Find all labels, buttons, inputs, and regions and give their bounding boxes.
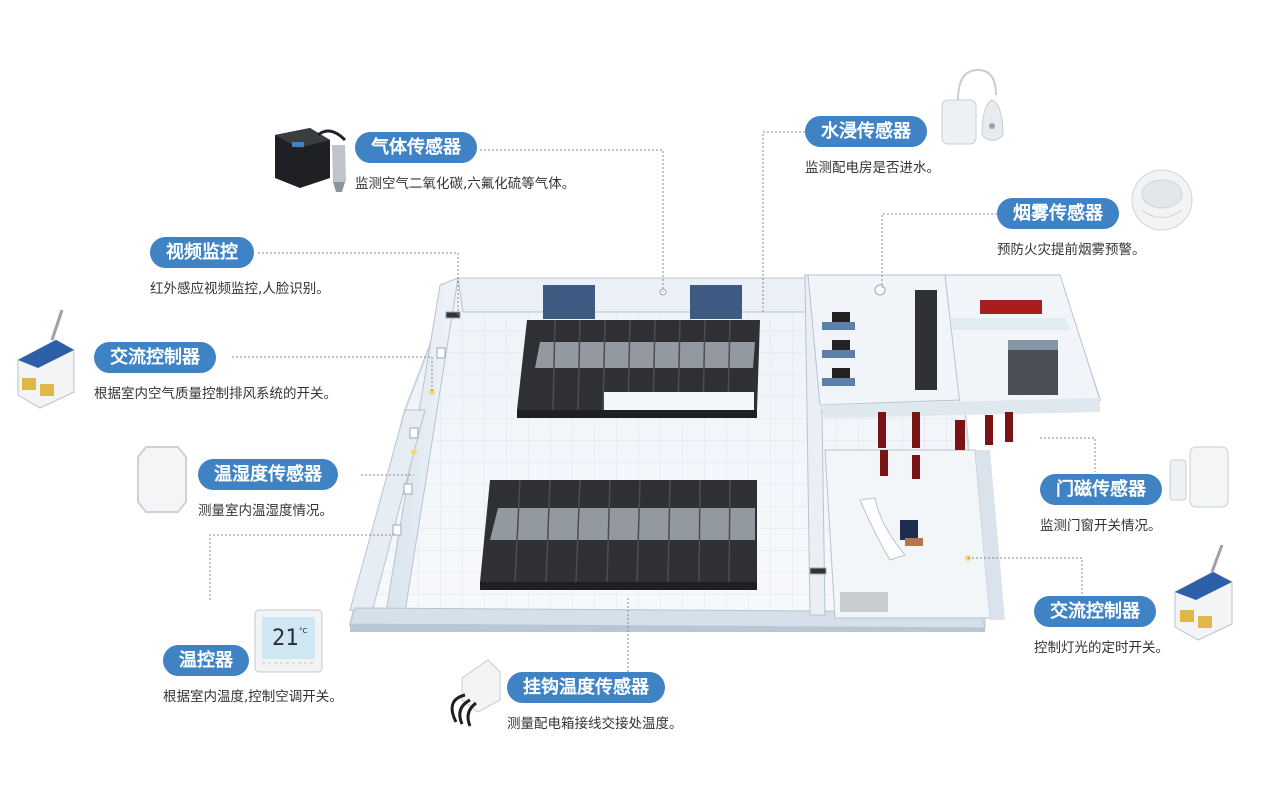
air-conditioner-unit <box>690 285 742 319</box>
thermostat-unit: °C <box>299 627 308 635</box>
hook-temp-sensor-title: 挂钩温度传感器 <box>507 672 665 703</box>
video-monitor-desc: 红外感应视频监控,人脸识别。 <box>150 281 330 297</box>
smoke-sensor-desc: 预防火灾提前烟雾预警。 <box>997 242 1146 258</box>
temp-humidity-sensor-desc: 测量室内温湿度情况。 <box>198 503 333 519</box>
leader-lines <box>209 131 1096 672</box>
ac-controller-left-title: 交流控制器 <box>94 342 216 373</box>
ac-controller-right-label: 交流控制器 控制灯光的定时开关。 <box>1034 596 1169 656</box>
temp-humidity-sensor-device <box>137 446 187 513</box>
ac-controller-left-label: 交流控制器 根据室内空气质量控制排风系统的开关。 <box>94 342 337 402</box>
smoke-sensor-title: 烟雾传感器 <box>997 198 1119 229</box>
floor-plan <box>348 274 1102 632</box>
smoke-sensor-label: 烟雾传感器 预防火灾提前烟雾预警。 <box>997 198 1146 258</box>
air-conditioner-unit <box>543 285 595 319</box>
water-sensor-title: 水浸传感器 <box>805 116 927 147</box>
thermostat-reading: 21 <box>272 626 299 651</box>
door-sensor-device <box>1169 446 1229 508</box>
hook-temp-sensor-label: 挂钩温度传感器 测量配电箱接线交接处温度。 <box>507 672 683 732</box>
red-partitions <box>878 412 1013 479</box>
door-sensor-title: 门磁传感器 <box>1040 474 1162 505</box>
ac-controller-right-device <box>1174 544 1233 641</box>
hook-temp-sensor-desc: 测量配电箱接线交接处温度。 <box>507 716 683 732</box>
bottom-wall <box>349 607 986 629</box>
water-sensor-device <box>941 68 1004 145</box>
water-sensor-label: 水浸传感器 监测配电房是否进水。 <box>805 116 940 176</box>
monitoring-desks <box>822 290 937 390</box>
thermostat-label: 温控器 根据室内温度,控制空调开关。 <box>163 645 343 705</box>
ac-controller-right-desc: 控制灯光的定时开关。 <box>1034 640 1169 656</box>
server-rack-row-2 <box>480 479 757 590</box>
gas-sensor-device <box>275 128 347 192</box>
ac-controller-left-device <box>17 309 75 409</box>
ac-controller-right-title: 交流控制器 <box>1034 596 1156 627</box>
thermostat-title: 温控器 <box>163 645 249 676</box>
reception-desk <box>859 497 906 561</box>
top-wall <box>457 277 809 313</box>
thermostat-desc: 根据室内温度,控制空调开关。 <box>163 689 343 705</box>
gas-sensor-title: 气体传感器 <box>355 132 477 163</box>
person <box>900 520 918 540</box>
video-monitor-label: 视频监控 红外感应视频监控,人脸识别。 <box>150 237 330 297</box>
video-monitor-title: 视频监控 <box>150 237 254 268</box>
door-sensor-label: 门磁传感器 监测门窗开关情况。 <box>1040 474 1162 534</box>
temp-humidity-sensor-title: 温湿度传感器 <box>198 459 338 490</box>
fire-extinguisher-bottles <box>980 300 1042 314</box>
gas-sensor-desc: 监测空气二氧化碳,六氟化硫等气体。 <box>355 176 576 192</box>
temp-humidity-sensor-label: 温湿度传感器 测量室内温湿度情况。 <box>198 459 338 519</box>
door-sensor-desc: 监测门窗开关情况。 <box>1040 518 1162 534</box>
thermostat-device: 21 °C <box>254 609 323 673</box>
doormat <box>840 592 888 612</box>
hook-temp-sensor-device <box>450 659 501 727</box>
water-sensor-desc: 监测配电房是否进水。 <box>805 160 940 176</box>
gas-sensor-label: 气体传感器 监测空气二氧化碳,六氟化硫等气体。 <box>355 132 575 192</box>
smoke-sensor-device <box>1131 169 1193 231</box>
ac-controller-left-desc: 根据室内空气质量控制排风系统的开关。 <box>94 386 337 402</box>
server-rack-row-1 <box>517 319 760 418</box>
